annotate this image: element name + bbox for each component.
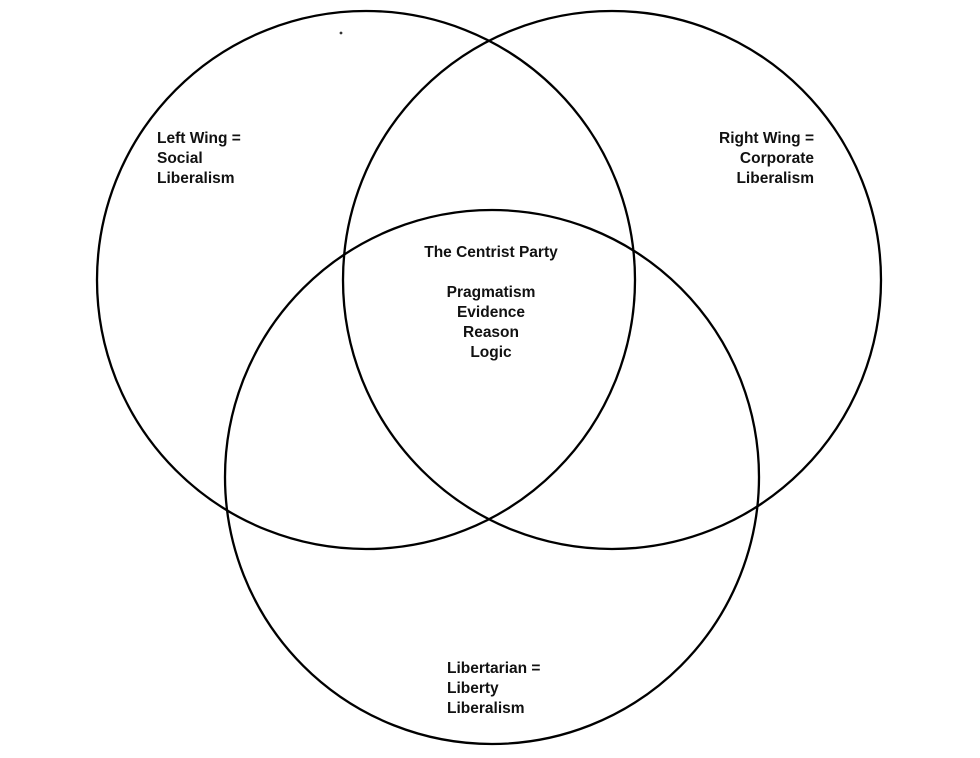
left-circle [95, 9, 637, 551]
center-overlap-label: The Centrist Party Pragmatism Evidence R… [341, 243, 641, 363]
bottom-label-line-3: Liberalism [447, 700, 525, 717]
left-label-line-1: Left Wing = [157, 130, 241, 147]
right-label-line-3: Liberalism [736, 170, 814, 187]
right-circle-label: Right Wing = Corporate Liberalism [719, 129, 814, 189]
center-item-2: Evidence [456, 304, 526, 321]
center-title: The Centrist Party [424, 244, 558, 261]
bottom-label-line-1: Libertarian = [447, 660, 541, 677]
right-circle [341, 9, 883, 551]
center-item-1: Pragmatism [446, 284, 536, 301]
bottom-circle [223, 208, 761, 746]
left-label-line-3: Liberalism [157, 170, 235, 187]
right-label-line-2: Corporate [739, 150, 814, 167]
center-item-3: Reason [463, 324, 519, 341]
left-circle-label: Left Wing = Social Liberalism [157, 129, 241, 189]
left-label-line-2: Social [157, 150, 203, 167]
bottom-label-line-2: Liberty [447, 680, 499, 697]
bottom-circle-label: Libertarian = Liberty Liberalism [447, 659, 540, 719]
center-item-4: Logic [470, 344, 512, 361]
stray-dot-artifact [339, 31, 343, 35]
right-label-line-1: Right Wing = [719, 130, 814, 147]
